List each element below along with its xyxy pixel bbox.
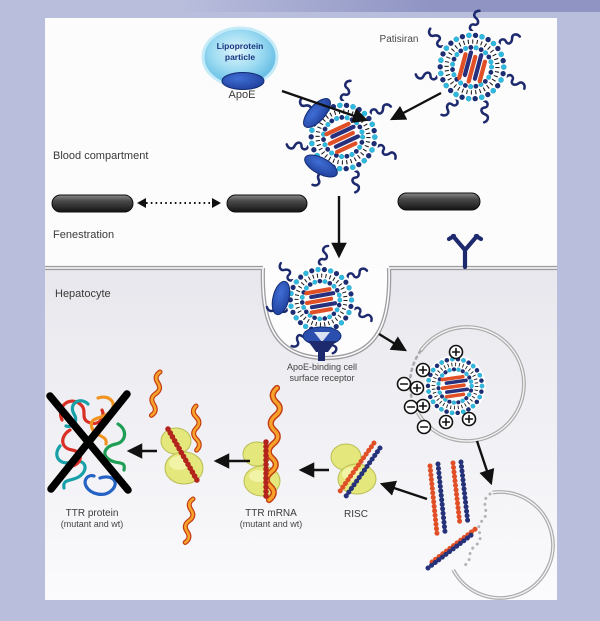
disrupted-endosome: [451, 490, 555, 600]
minus-charge-icon: [403, 399, 419, 415]
guide-strand: [165, 426, 201, 485]
lipoprotein-label-line1: Lipoprotein: [216, 41, 264, 51]
lipoprotein-particle: [201, 26, 279, 90]
plus-charge-icon: [448, 344, 464, 360]
mrna-fragment: [184, 499, 194, 543]
top-border-strip: [0, 0, 600, 12]
minus-charge-icon: [396, 376, 412, 392]
ttr-protein-label-line2: (mutant and wt): [60, 519, 124, 529]
arrow-patisiran-to-lnp: [389, 91, 442, 121]
apoe-binding-receptor-icon: [302, 326, 342, 361]
mrna-fragment: [150, 371, 161, 415]
arrow-lipoprotein-to-lnp: [281, 89, 369, 124]
patisiran-lnp: [416, 11, 527, 123]
hepatocyte-membrane: [45, 265, 557, 361]
endothelial-cell-3: [397, 192, 481, 211]
plus-charge-icon: [438, 414, 454, 430]
apoe-on-lnp-lower: [304, 154, 338, 178]
inhibition-cross-icon: [46, 390, 132, 494]
ttr-protein-label-line1: TTR protein: [65, 508, 119, 519]
receptor-label-line2: surface receptor: [289, 373, 355, 383]
endothelial-cell-1: [51, 194, 134, 213]
plus-charge-icon: [415, 398, 431, 414]
receptor-label-line1: ApoE-binding cell: [286, 362, 358, 372]
risc-complex: [330, 440, 383, 502]
ttr-mrna-label-line1: TTR mRNA: [245, 508, 297, 519]
apoe-on-lipoprotein: [221, 72, 265, 90]
y-receptor-icon: [446, 233, 484, 270]
patisiran-label: Patisiran: [379, 34, 419, 45]
plus-charge-icon: [415, 362, 431, 378]
risc-label: RISC: [344, 509, 368, 520]
risc-cleaving-complex: [160, 426, 204, 485]
lnp-in-endosome: [424, 355, 485, 416]
arrow-pit-to-endosome: [378, 332, 407, 352]
ttr-mrna-label-line2: (mutant and wt): [239, 519, 303, 529]
plus-charge-icon: [409, 380, 425, 396]
fenestration-label: Fenestration: [53, 229, 115, 241]
mrna-fragment: [191, 406, 202, 450]
sirna-duplex: [450, 459, 471, 528]
apoe-on-pit-lnp: [271, 280, 291, 316]
fenestration-double-arrow: [137, 198, 221, 208]
hepatocyte-label: Hepatocyte: [55, 288, 111, 300]
apoe-label: ApoE: [228, 89, 256, 101]
blood-compartment-label: Blood compartment: [53, 150, 149, 162]
lipoprotein-label-line2: particle: [224, 52, 256, 62]
minus-charge-icon: [416, 419, 432, 435]
endothelial-cell-2: [226, 194, 308, 213]
arrow-duplex-to-risc: [379, 480, 428, 501]
plus-charge-icon: [461, 411, 477, 427]
arrow-endosome-to-escape: [475, 440, 495, 486]
sirna-duplex: [425, 524, 481, 571]
sirna-duplex: [427, 461, 448, 537]
risc-mrna-complex: [242, 384, 283, 504]
